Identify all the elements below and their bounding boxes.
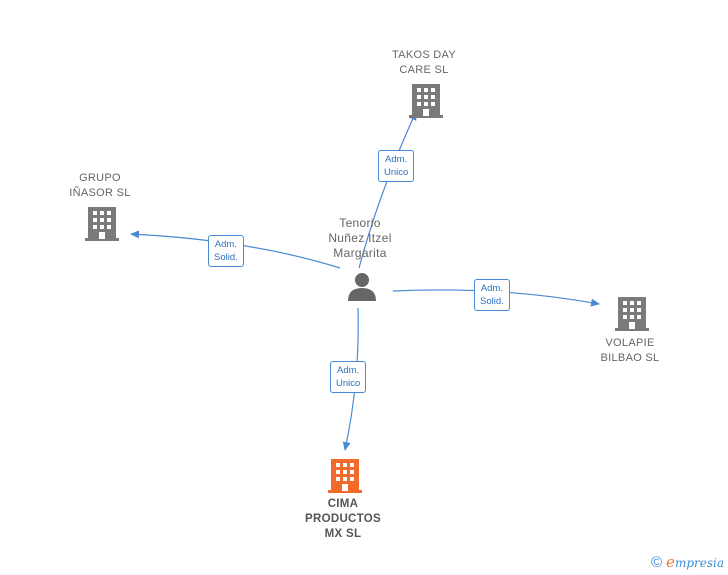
brand-initial: e xyxy=(666,553,675,571)
person-name-label: Tenorio Nuñez Itzel Margarita xyxy=(300,216,420,261)
relation-text: Unico xyxy=(336,378,361,389)
company-name-line: VOLAPIE xyxy=(605,337,655,349)
company-label-cima[interactable]: CIMA PRODUCTOS MX SL xyxy=(283,497,403,542)
building-icon[interactable] xyxy=(85,207,119,241)
building-icon[interactable] xyxy=(409,84,443,118)
company-name-line: CIMA xyxy=(327,498,359,510)
person-name-line: Tenorio xyxy=(339,216,381,230)
brand-rest: mpresia xyxy=(674,556,724,570)
relation-text: Adm. xyxy=(337,365,360,376)
company-name-line: CARE SL xyxy=(399,64,449,76)
relation-label-grupo: Adm. Solid. xyxy=(208,235,244,267)
person-name-line: Margarita xyxy=(333,246,387,260)
company-name-line: GRUPO xyxy=(79,172,121,184)
company-name-line: BILBAO SL xyxy=(600,352,660,364)
company-label-grupo[interactable]: GRUPO IÑASOR SL xyxy=(40,171,160,201)
person-icon[interactable] xyxy=(346,272,378,302)
building-icon[interactable] xyxy=(615,297,649,331)
relation-text: Adm. xyxy=(385,154,408,165)
relation-label-takos: Adm. Unico xyxy=(378,150,415,182)
relation-text: Solid. xyxy=(214,252,238,263)
company-name-line: IÑASOR SL xyxy=(69,187,131,199)
copyright-icon: © xyxy=(650,553,663,571)
footer-brand: © empresia xyxy=(651,553,724,571)
edge-to-takos xyxy=(358,111,417,269)
relation-text: Unico xyxy=(384,167,409,178)
brand-logo[interactable]: empresia xyxy=(666,553,724,571)
relation-label-cima: Adm. Unico xyxy=(330,361,367,393)
relation-text: Adm. xyxy=(214,239,237,250)
company-name-line: MX SL xyxy=(324,528,362,540)
relation-text: Adm. xyxy=(480,283,503,294)
person-name-line: Nuñez Itzel xyxy=(328,231,392,245)
company-label-volapie[interactable]: VOLAPIE BILBAO SL xyxy=(570,336,690,366)
company-label-takos[interactable]: TAKOS DAY CARE SL xyxy=(364,48,484,78)
relation-text: Solid. xyxy=(480,296,504,307)
company-name-line: TAKOS DAY xyxy=(391,49,457,61)
relation-label-volapie: Adm. Solid. xyxy=(474,279,510,311)
company-name-line: PRODUCTOS xyxy=(305,513,381,525)
building-icon[interactable] xyxy=(328,459,362,493)
